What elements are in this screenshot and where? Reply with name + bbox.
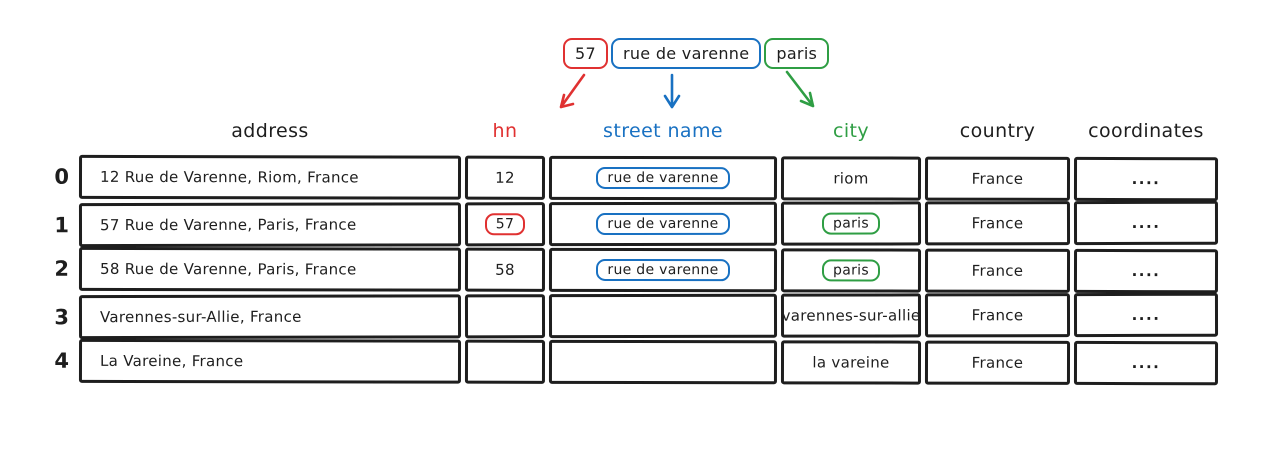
city-token: paris: [822, 212, 880, 235]
cell-country: France: [924, 156, 1071, 201]
column-header-coordinates: coordinates: [1088, 120, 1204, 142]
hn-arrow-icon: [559, 73, 586, 109]
column-header-street-name: street name: [603, 120, 723, 142]
token-box-hn: 57: [563, 38, 608, 69]
cell-country: France: [924, 340, 1071, 385]
cell-address: 57 Rue de Varenne, Paris, France: [78, 202, 462, 248]
cell-address: La Vareine, France: [78, 338, 462, 384]
hn-token: 57: [484, 213, 526, 236]
cell-coordinates: ....: [1073, 248, 1219, 294]
column-header-city: city: [832, 120, 870, 142]
cell-street-name: [548, 293, 778, 339]
column-header-hn: hn: [492, 120, 518, 142]
street-token: rue de varenne: [596, 258, 730, 282]
cell-street-name: rue de varenne: [548, 201, 778, 247]
column-header-country: country: [959, 120, 1036, 142]
cell-address: 58 Rue de Varenne, Paris, France: [78, 246, 462, 292]
mapping-arrows: [559, 70, 815, 109]
cell-city: paris: [780, 201, 922, 246]
city-token: paris: [822, 259, 880, 282]
cell-country: France: [924, 293, 1071, 338]
cell-hn: [464, 294, 546, 339]
cell-street-name: rue de varenne: [548, 247, 778, 293]
table-row: 3 Varennes-sur-Allie, France varennes-sur-…: [45, 292, 1219, 340]
cell-city: la vareine: [780, 340, 922, 385]
cell-street-name: [548, 339, 778, 385]
cell-hn: 57: [464, 202, 546, 247]
table-header: address hn street name city country coor…: [45, 114, 1218, 148]
cell-coordinates: ....: [1073, 340, 1219, 386]
street-name-arrow-icon: [663, 73, 681, 109]
row-index: 3: [54, 305, 70, 330]
table-row: 1 57 Rue de Varenne, Paris, France 57 rue d…: [45, 200, 1219, 248]
cell-country: France: [924, 201, 1071, 246]
cell-hn: [464, 339, 546, 384]
street-token: rue de varenne: [596, 212, 730, 236]
city-arrow-icon: [785, 70, 815, 108]
column-header-address: address: [231, 120, 309, 142]
cell-coordinates: ....: [1073, 292, 1219, 338]
row-index: 2: [54, 256, 70, 281]
parsed-tokens-row: 57 rue de varenne paris: [563, 38, 830, 69]
row-index: 0: [54, 164, 70, 189]
cell-hn: 12: [464, 155, 546, 200]
row-index: 1: [54, 213, 70, 238]
cell-city: varennes-sur-allie: [780, 293, 922, 338]
cell-hn: 58: [464, 247, 546, 292]
cell-street-name: rue de varenne: [548, 155, 778, 201]
cell-coordinates: ....: [1073, 200, 1219, 246]
street-token: rue de varenne: [596, 166, 730, 190]
token-box-street-name: rue de varenne: [610, 38, 762, 69]
cell-city: riom: [780, 156, 922, 201]
row-index: 4: [54, 348, 70, 373]
cell-coordinates: ....: [1073, 156, 1219, 202]
cell-city: paris: [780, 248, 922, 293]
token-box-city: paris: [764, 38, 830, 69]
cell-address: 12 Rue de Varenne, Riom, France: [78, 154, 462, 200]
cell-country: France: [924, 248, 1071, 293]
cell-address: Varennes-sur-Allie, France: [78, 294, 462, 340]
